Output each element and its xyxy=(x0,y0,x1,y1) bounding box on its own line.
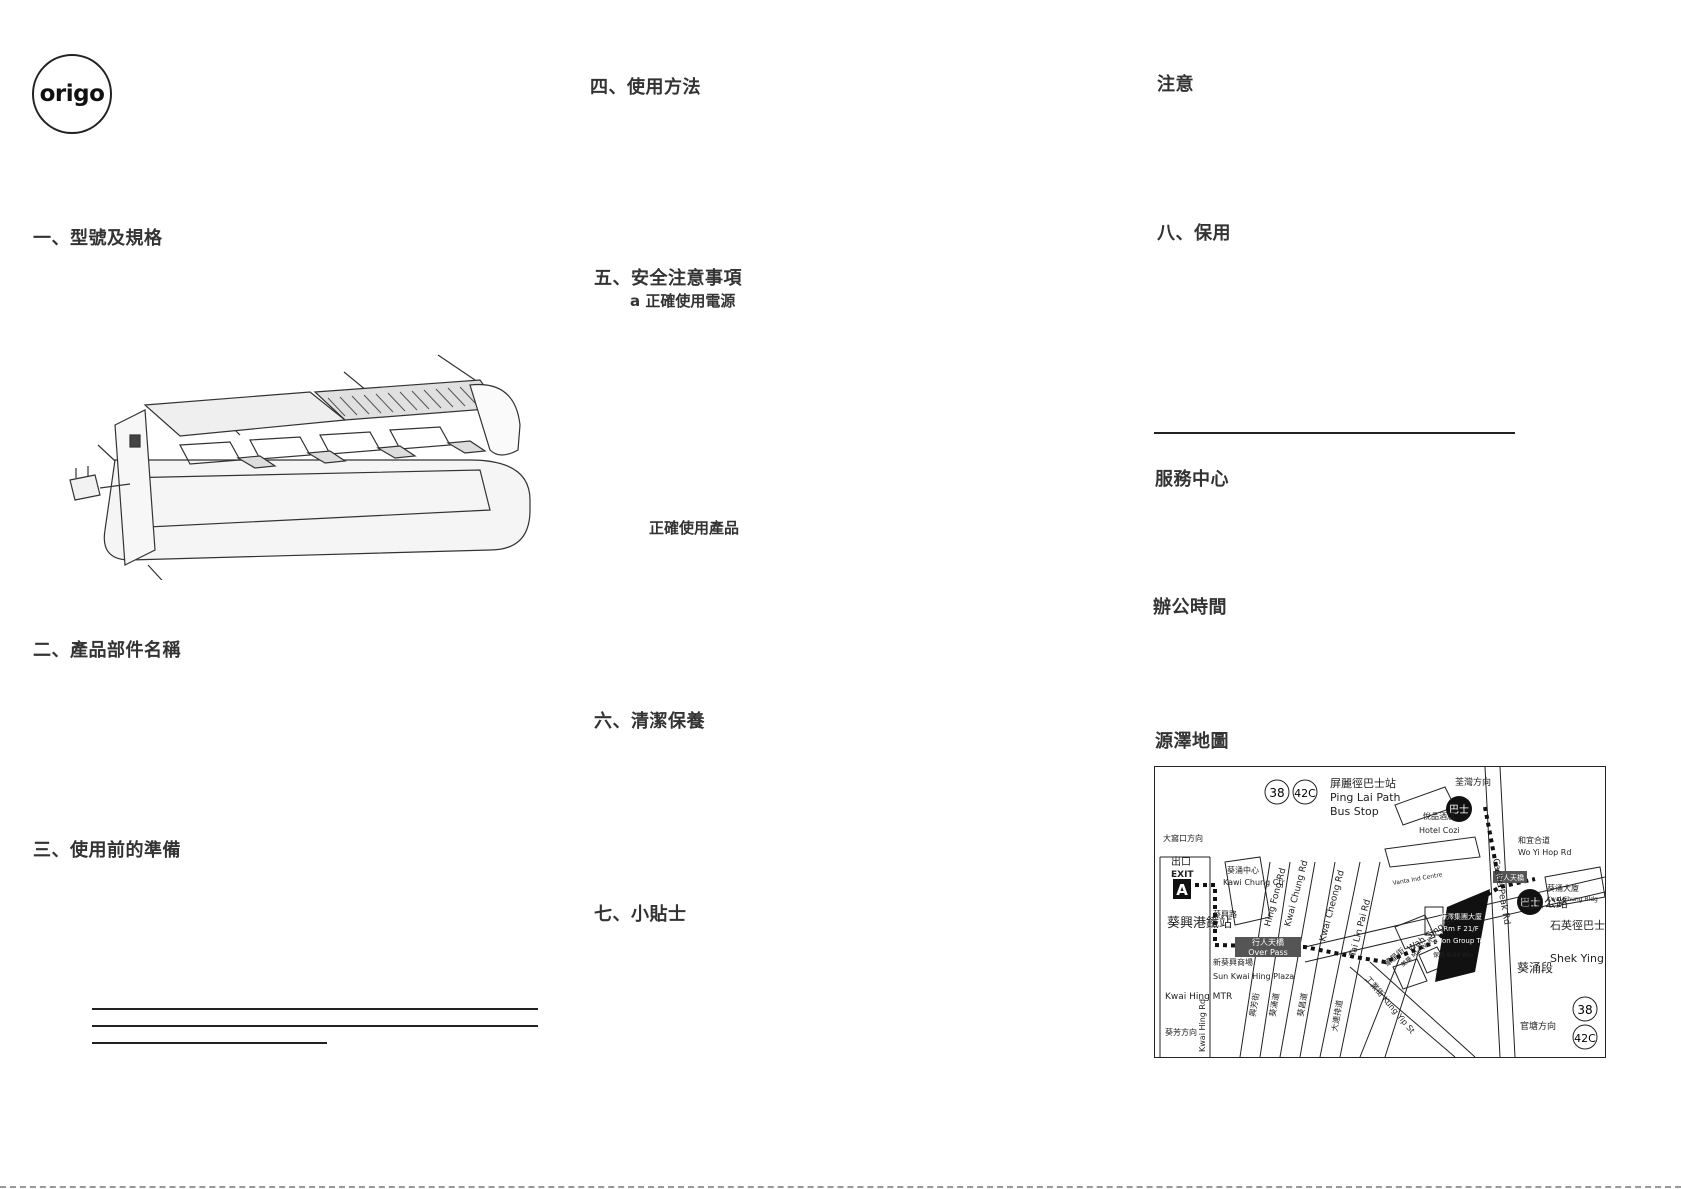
divider-line xyxy=(1154,432,1515,434)
ping-lai-cn: 屏麗徑巴士站 xyxy=(1330,776,1396,790)
ping-lai-en1: Ping Lai Path xyxy=(1330,791,1401,804)
divider-line xyxy=(92,1025,538,1027)
shek-ying-en: Shek Ying Path Bus Stop xyxy=(1550,952,1605,965)
tai-wo-hau-dir: 大窩口方向 xyxy=(1163,833,1203,843)
kwai-fong-dir: 葵芳方向 xyxy=(1165,1027,1197,1037)
kwai-hing-en: Kwai Hing MTR xyxy=(1165,992,1232,1002)
kwai-chung-bldg-en: Kwai Chung Bldg xyxy=(1547,896,1598,903)
section-heading-safety: 五、安全注意事項 xyxy=(594,268,742,289)
bold-win: 保盈 Bold Win xyxy=(1433,951,1474,959)
overpass-en: Over Pass xyxy=(1248,948,1288,957)
sun-kwai-en: Sun Kwai Hing Plaza xyxy=(1213,972,1294,981)
bus-38-bottom: 38 xyxy=(1577,1003,1592,1017)
subheading-power: a 正確使用電源 xyxy=(630,292,736,310)
section-heading-usage: 四、使用方法 xyxy=(590,77,701,98)
origo-logo: origo xyxy=(32,54,112,134)
map-drawing: 源澤集團大廈 Rm F 21/F Reason Group Tower ★ 行人… xyxy=(1159,767,1605,1057)
kung-yip-st: 工業街 Kung Yip St xyxy=(1363,974,1417,1035)
section-heading-preparation: 三、使用前的準備 xyxy=(33,840,181,861)
reason-tower-cn: 源澤集團大廈 xyxy=(1440,912,1482,921)
section-heading-warranty: 八、保用 xyxy=(1157,223,1231,244)
tsuen-wan-dir: 荃灣方向 xyxy=(1455,776,1491,788)
kwai-chung-section: 葵涌段 xyxy=(1517,960,1553,975)
wo-yi-hop-en: Wo Yi Hop Rd xyxy=(1518,848,1571,857)
star-icon: ★ xyxy=(1468,894,1479,908)
section-heading-model: 一、型號及規格 xyxy=(33,228,163,249)
exit-letter: A xyxy=(1176,881,1188,899)
vanta-centre: Vanta Ind Centre xyxy=(1392,871,1443,887)
kwun-tong-dir: 官塘方向 xyxy=(1520,1020,1556,1032)
heading-location-map: 源澤地圖 xyxy=(1155,731,1229,752)
page-bottom-dashed-line xyxy=(0,1186,1681,1188)
overpass-cn-2: 行人天橋 xyxy=(1496,873,1524,882)
ping-lai-en2: Bus Stop xyxy=(1330,805,1379,818)
reason-tower-rm: Rm F 21/F xyxy=(1443,925,1478,933)
section-heading-parts: 二、產品部件名稱 xyxy=(33,640,181,661)
kwai-cheong-rd: Kwai Cheong Rd xyxy=(1318,869,1347,943)
bus-38-top: 38 xyxy=(1269,786,1284,800)
section-heading-cleaning: 六、清潔保養 xyxy=(594,711,705,732)
heading-note: 注意 xyxy=(1157,74,1194,95)
overpass-cn: 行人天橋 xyxy=(1252,937,1284,947)
tai-lin-pai-rd: Tai Lin Pai Rd xyxy=(1348,898,1373,958)
location-map: 源澤集團大廈 Rm F 21/F Reason Group Tower ★ 行人… xyxy=(1154,766,1606,1058)
castle-peak-cn: 青山公路 xyxy=(1520,895,1568,910)
kwai-hing-rd: Kwai Hing Rd xyxy=(1198,999,1207,1052)
kwai-hing-rd-cn: 葵興路 xyxy=(1213,909,1237,919)
bus-badge-right: 巴士 xyxy=(1520,896,1540,909)
kwai-yung-st: 葵涌道 xyxy=(1267,992,1281,1017)
hotel-en: Hotel Cozi xyxy=(1419,826,1460,835)
exit-en: EXIT xyxy=(1171,870,1194,880)
kwai-cheong-st: 葵昌道 xyxy=(1295,992,1309,1017)
reason-tower-en: Reason Group Tower xyxy=(1425,937,1497,945)
kwai-chung-bldg-cn: 葵涌大廈 xyxy=(1547,883,1579,893)
sun-kwai-cn: 新葵興商場 xyxy=(1213,957,1253,967)
heading-office-hours: 辦公時間 xyxy=(1153,597,1227,618)
shek-ying-cn: 石英徑巴士站 xyxy=(1550,918,1605,932)
bus-42c-bottom: 42C xyxy=(1574,1032,1596,1045)
divider-line xyxy=(92,1042,327,1044)
kwai-chung-ctr-cn: 葵涌中心 xyxy=(1227,865,1259,875)
wo-yi-hop-cn: 和宜合道 xyxy=(1518,835,1550,845)
bus-badge-top: 巴士 xyxy=(1449,803,1469,816)
heading-service-centre: 服務中心 xyxy=(1155,469,1229,490)
tai-lin-pai-st: 大連排道 xyxy=(1329,999,1344,1032)
kwai-hing-cn: 葵興港鐵站 xyxy=(1167,915,1232,931)
castle-peak-label: Castle Peak Rd xyxy=(1490,858,1512,926)
divider-line xyxy=(92,1008,538,1010)
bus-42c-top: 42C xyxy=(1294,787,1316,800)
hing-fong-st: 興芳街 xyxy=(1247,992,1261,1017)
raclette-grill-illustration xyxy=(69,354,531,580)
exit-cn: 出口 xyxy=(1171,855,1191,868)
section-heading-tips: 七、小貼士 xyxy=(594,904,687,925)
hotel-cn: 悅品酒店 xyxy=(1423,811,1455,821)
subheading-product-use: 正確使用產品 xyxy=(649,519,740,537)
kwai-chung-ctr-en: Kawi Chung Ctr xyxy=(1223,878,1285,887)
